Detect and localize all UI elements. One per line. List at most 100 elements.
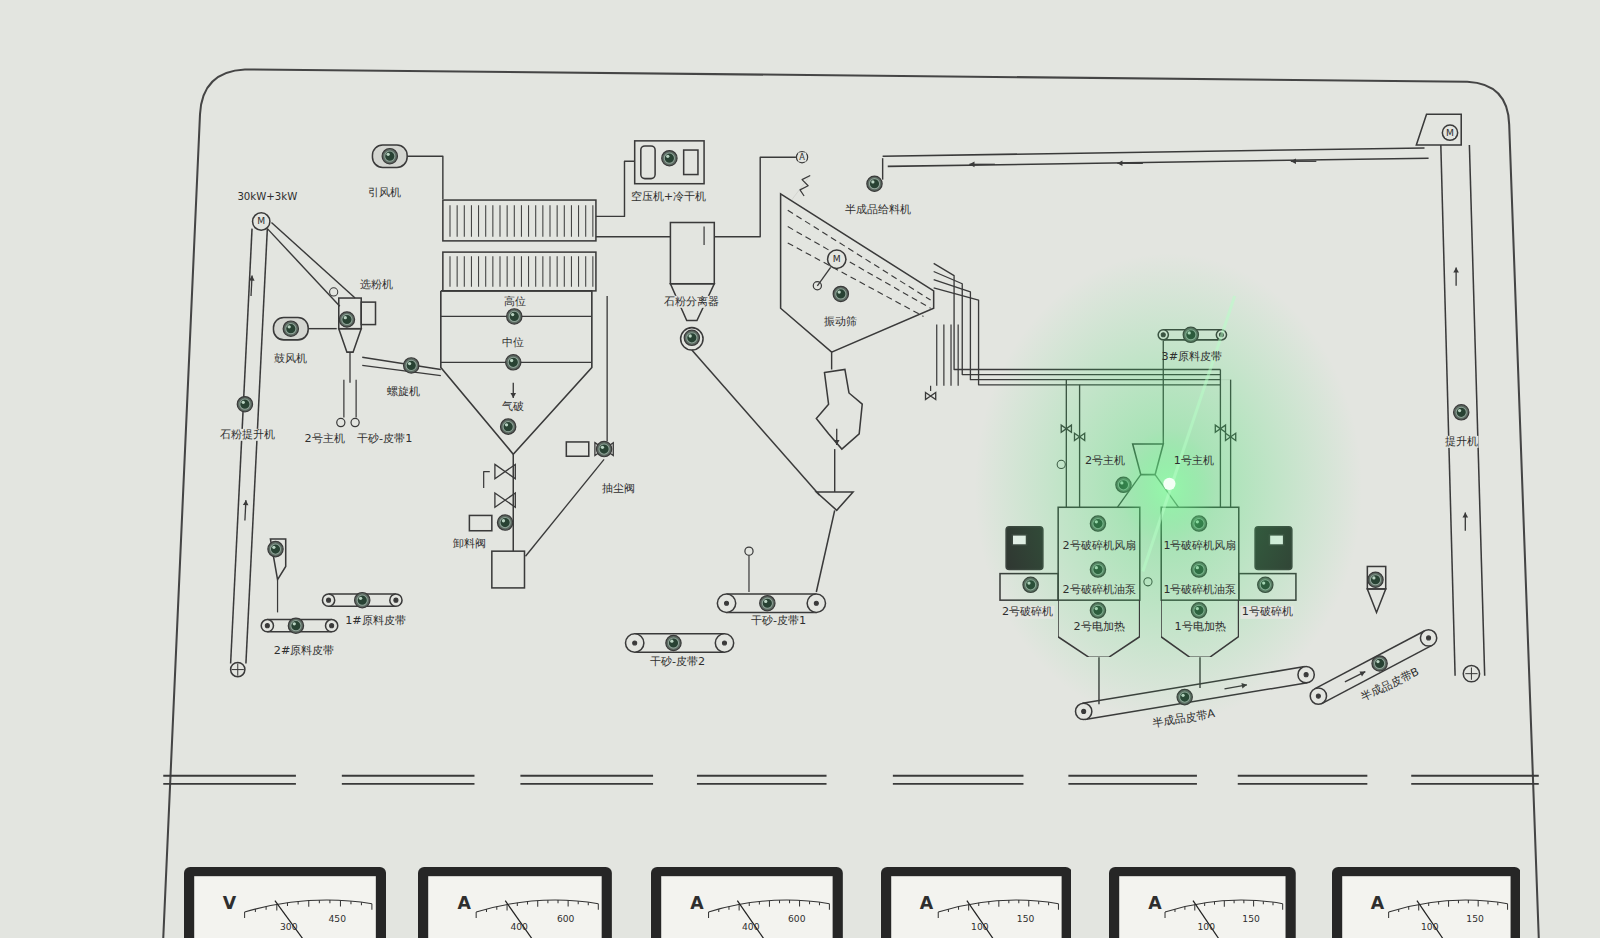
panel-meter: A400600 — [651, 867, 843, 937]
part-label: 气破 — [501, 401, 525, 413]
lamp-highlight — [670, 640, 673, 643]
meter-face — [891, 877, 1061, 938]
meter-face — [429, 877, 602, 938]
meter-tick — [297, 902, 298, 905]
filter-bag — [485, 205, 486, 237]
meter-scale-number: 150 — [1017, 914, 1035, 924]
meter-tick — [287, 903, 288, 906]
meter-scale-number: 100 — [971, 921, 989, 931]
meter-face — [1119, 877, 1285, 938]
belt-pulley — [626, 634, 644, 652]
hopper-cone — [1367, 589, 1385, 612]
motor-symbol — [828, 250, 846, 268]
pipe-line — [930, 386, 931, 391]
filter-bag — [585, 256, 586, 287]
indicator-lamp — [355, 593, 370, 608]
pipe-line — [703, 227, 704, 245]
flow-arrowhead — [1359, 671, 1365, 676]
panel-border — [163, 69, 1539, 938]
filter-bag — [478, 205, 479, 237]
meter-tick — [1408, 907, 1409, 910]
panel-divider — [697, 775, 827, 777]
indicator-lamp — [666, 635, 681, 650]
panel-meter: A100150 — [1109, 867, 1296, 937]
filter-bag — [478, 256, 479, 287]
indicator-lens — [500, 517, 510, 527]
marker-circle — [330, 288, 338, 296]
part-label: 半成品皮带A — [1151, 708, 1217, 730]
meter-tick — [276, 905, 277, 911]
feed-hopper — [1367, 566, 1385, 588]
belt-pulley — [1298, 667, 1314, 683]
pulley-axle — [722, 641, 726, 645]
meter-tick — [1058, 904, 1059, 910]
meter-tick — [779, 901, 780, 904]
meter-scale-number: 450 — [328, 914, 346, 924]
chute-pipe — [950, 325, 951, 386]
panel-divider — [697, 783, 827, 785]
classifier-body — [339, 298, 361, 329]
meter-tick — [1224, 901, 1225, 907]
meter-tick — [1487, 901, 1488, 904]
panel-divider — [520, 775, 653, 777]
flow-arrowhead — [1463, 512, 1469, 517]
meter-unit: A — [458, 895, 471, 914]
part-label: 2号主机 — [303, 433, 345, 445]
rotary-valve — [681, 328, 703, 350]
meter-tick — [507, 905, 508, 911]
dryer-panel — [684, 150, 698, 174]
meter-needle — [506, 901, 539, 938]
crusher-panel: 2号破碎机风扇2号破碎机油泵 — [1058, 507, 1140, 600]
lamp-highlight — [764, 600, 767, 603]
indicator-lamp — [382, 149, 397, 164]
conveyor-line — [888, 158, 1429, 166]
laser-streak — [1143, 296, 1235, 572]
indicator-lens — [664, 153, 674, 163]
panel-label: 2号破碎机风扇 — [1062, 540, 1135, 552]
pipe-line — [356, 380, 357, 418]
part-label: 螺旋机 — [386, 386, 421, 398]
meter-scale-number: 300 — [280, 921, 298, 931]
indicator-lamp — [867, 176, 882, 191]
gauge-symbol — [745, 547, 753, 555]
filter-bag — [592, 205, 593, 237]
panel-divider — [342, 783, 475, 785]
part-label: 石粉分离器 — [663, 296, 720, 308]
compressor-box — [635, 141, 704, 184]
meter-scale-arc — [1165, 900, 1283, 912]
meter-unit: A — [1371, 895, 1384, 914]
meter-needle — [966, 901, 998, 938]
meter-tick — [1263, 901, 1264, 904]
screen-deck — [788, 210, 931, 300]
indicator-lamp — [833, 286, 848, 301]
valve-symbol — [926, 392, 936, 399]
part-label: 干砂-皮带1 — [356, 433, 413, 445]
dust-collector-body — [441, 291, 592, 454]
belt-line — [1322, 645, 1432, 703]
meter-needle — [275, 901, 309, 938]
symbol-letter: M — [832, 254, 842, 264]
belt-pulley — [1076, 703, 1092, 719]
hopper-outline — [1161, 600, 1239, 657]
meter-tick — [538, 901, 539, 907]
vibrating-screen — [781, 194, 934, 352]
meter-tick — [749, 903, 750, 906]
meter-tick — [319, 901, 320, 904]
filter-bag — [528, 205, 529, 237]
outlet-circle — [337, 418, 345, 426]
indicator-lens — [509, 311, 519, 321]
meter-tick — [476, 912, 477, 918]
filter-bag — [557, 256, 558, 287]
valve-symbol — [495, 464, 515, 478]
crusher-panel: 1号破碎机风扇1号破碎机油泵 — [1161, 507, 1239, 600]
lamp-highlight — [272, 546, 275, 549]
conveyor-line — [883, 148, 1425, 156]
chute-line — [271, 223, 355, 299]
filter-bag — [449, 205, 450, 237]
pipe-line — [831, 352, 832, 369]
meter-tick — [819, 903, 820, 906]
meter-scale-arc — [709, 900, 830, 912]
meter-unit: A — [690, 895, 703, 914]
meter-tick — [308, 901, 309, 907]
panel-divider — [342, 775, 475, 777]
